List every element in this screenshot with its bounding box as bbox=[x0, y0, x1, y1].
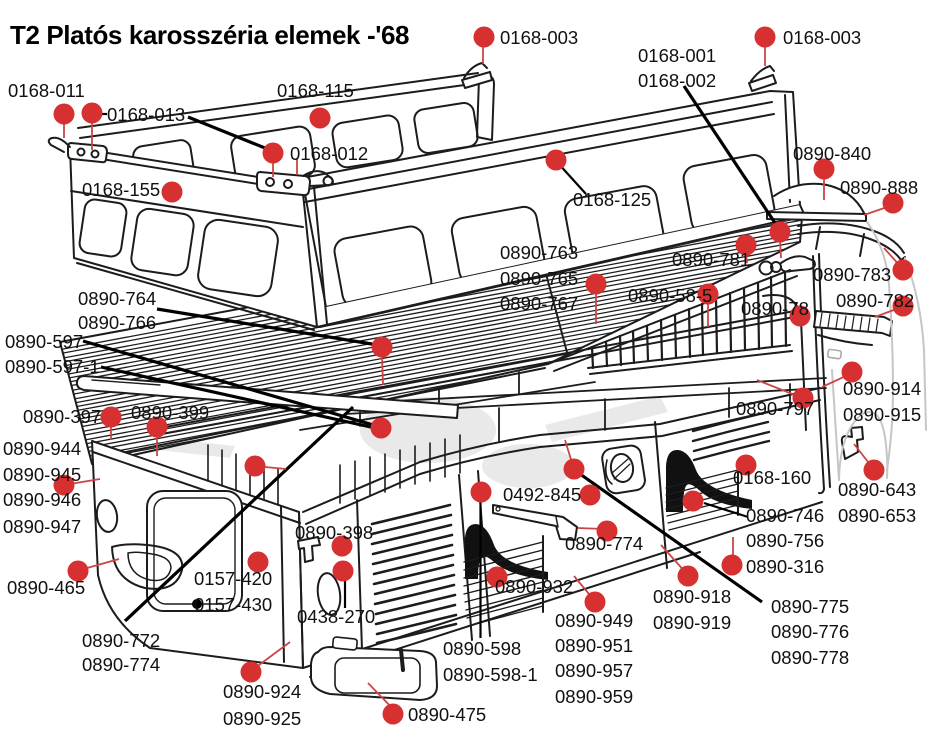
svg-text:0157-420: 0157-420 bbox=[194, 568, 272, 589]
svg-text:0890-774: 0890-774 bbox=[565, 533, 643, 554]
svg-text:0890-951: 0890-951 bbox=[555, 635, 633, 656]
svg-text:0890-653: 0890-653 bbox=[838, 505, 916, 526]
svg-text:0168-003: 0168-003 bbox=[500, 27, 578, 48]
svg-text:0890-772: 0890-772 bbox=[82, 630, 160, 651]
svg-text:0492-845: 0492-845 bbox=[503, 484, 581, 505]
svg-text:0168-011: 0168-011 bbox=[8, 80, 85, 101]
svg-text:0890-932: 0890-932 bbox=[495, 576, 573, 597]
svg-text:0890-643: 0890-643 bbox=[838, 479, 916, 500]
svg-text:0890-783: 0890-783 bbox=[813, 264, 891, 285]
svg-text:0890-766: 0890-766 bbox=[78, 312, 156, 333]
svg-text:0890-781: 0890-781 bbox=[672, 249, 750, 270]
svg-text:0890-764: 0890-764 bbox=[78, 288, 156, 309]
svg-text:0890-840: 0890-840 bbox=[793, 143, 871, 164]
svg-text:0890-746: 0890-746 bbox=[746, 505, 824, 526]
svg-text:0890-782: 0890-782 bbox=[836, 290, 914, 311]
svg-text:0157-430: 0157-430 bbox=[194, 594, 272, 615]
svg-text:0890-775: 0890-775 bbox=[771, 596, 849, 617]
svg-text:0890-957: 0890-957 bbox=[555, 660, 633, 681]
svg-text:0890-763: 0890-763 bbox=[500, 242, 578, 263]
svg-text:0890-475: 0890-475 bbox=[408, 704, 486, 725]
svg-text:0890-399: 0890-399 bbox=[131, 402, 209, 423]
svg-text:0890-597: 0890-597 bbox=[5, 331, 83, 352]
svg-text:0890-316: 0890-316 bbox=[746, 556, 824, 577]
svg-text:0890-797: 0890-797 bbox=[736, 398, 814, 419]
svg-text:0890-774: 0890-774 bbox=[82, 654, 160, 675]
svg-text:0168-155: 0168-155 bbox=[82, 179, 160, 200]
svg-text:0890-944: 0890-944 bbox=[3, 438, 81, 459]
svg-text:0890-598-1: 0890-598-1 bbox=[443, 664, 538, 685]
svg-text:0890-78: 0890-78 bbox=[741, 298, 809, 319]
svg-text:0168-115: 0168-115 bbox=[277, 80, 354, 101]
svg-text:0890-919: 0890-919 bbox=[653, 612, 731, 633]
svg-text:0168-002: 0168-002 bbox=[638, 70, 716, 91]
svg-text:0890-918: 0890-918 bbox=[653, 586, 731, 607]
svg-text:0890-915: 0890-915 bbox=[843, 404, 921, 425]
svg-text:0168-003: 0168-003 bbox=[783, 27, 861, 48]
svg-text:0438-270: 0438-270 bbox=[297, 606, 375, 627]
svg-text:0890-925: 0890-925 bbox=[223, 708, 301, 729]
svg-text:0890-924: 0890-924 bbox=[223, 681, 301, 702]
svg-text:0168-001: 0168-001 bbox=[638, 45, 716, 66]
svg-text:T2 Platós karosszéria elemek -: T2 Platós karosszéria elemek -'68 bbox=[10, 20, 409, 50]
svg-text:0890-888: 0890-888 bbox=[840, 177, 918, 198]
svg-text:0890-597-1: 0890-597-1 bbox=[5, 356, 100, 377]
svg-text:0890-465: 0890-465 bbox=[7, 577, 85, 598]
svg-text:0890-949: 0890-949 bbox=[555, 610, 633, 631]
svg-text:0168-013: 0168-013 bbox=[107, 104, 185, 125]
svg-text:0890-397: 0890-397 bbox=[23, 406, 101, 427]
svg-text:0890-767: 0890-767 bbox=[500, 293, 578, 314]
svg-text:0168-125: 0168-125 bbox=[573, 189, 651, 210]
svg-text:0168-012: 0168-012 bbox=[290, 143, 368, 164]
svg-text:0890-778: 0890-778 bbox=[771, 647, 849, 668]
svg-text:0890-959: 0890-959 bbox=[555, 686, 633, 707]
svg-text:0890-946: 0890-946 bbox=[3, 489, 81, 510]
svg-text:0890-598: 0890-598 bbox=[443, 638, 521, 659]
svg-text:0890-776: 0890-776 bbox=[771, 621, 849, 642]
svg-text:0890-914: 0890-914 bbox=[843, 378, 921, 399]
svg-text:0168-160: 0168-160 bbox=[733, 467, 811, 488]
svg-text:0890-58-5: 0890-58-5 bbox=[628, 285, 712, 306]
svg-text:0890-947: 0890-947 bbox=[3, 516, 81, 537]
svg-text:0890-945: 0890-945 bbox=[3, 464, 81, 485]
svg-text:0890-765: 0890-765 bbox=[500, 268, 578, 289]
svg-text:0890-398: 0890-398 bbox=[295, 522, 373, 543]
svg-text:0890-756: 0890-756 bbox=[746, 530, 824, 551]
